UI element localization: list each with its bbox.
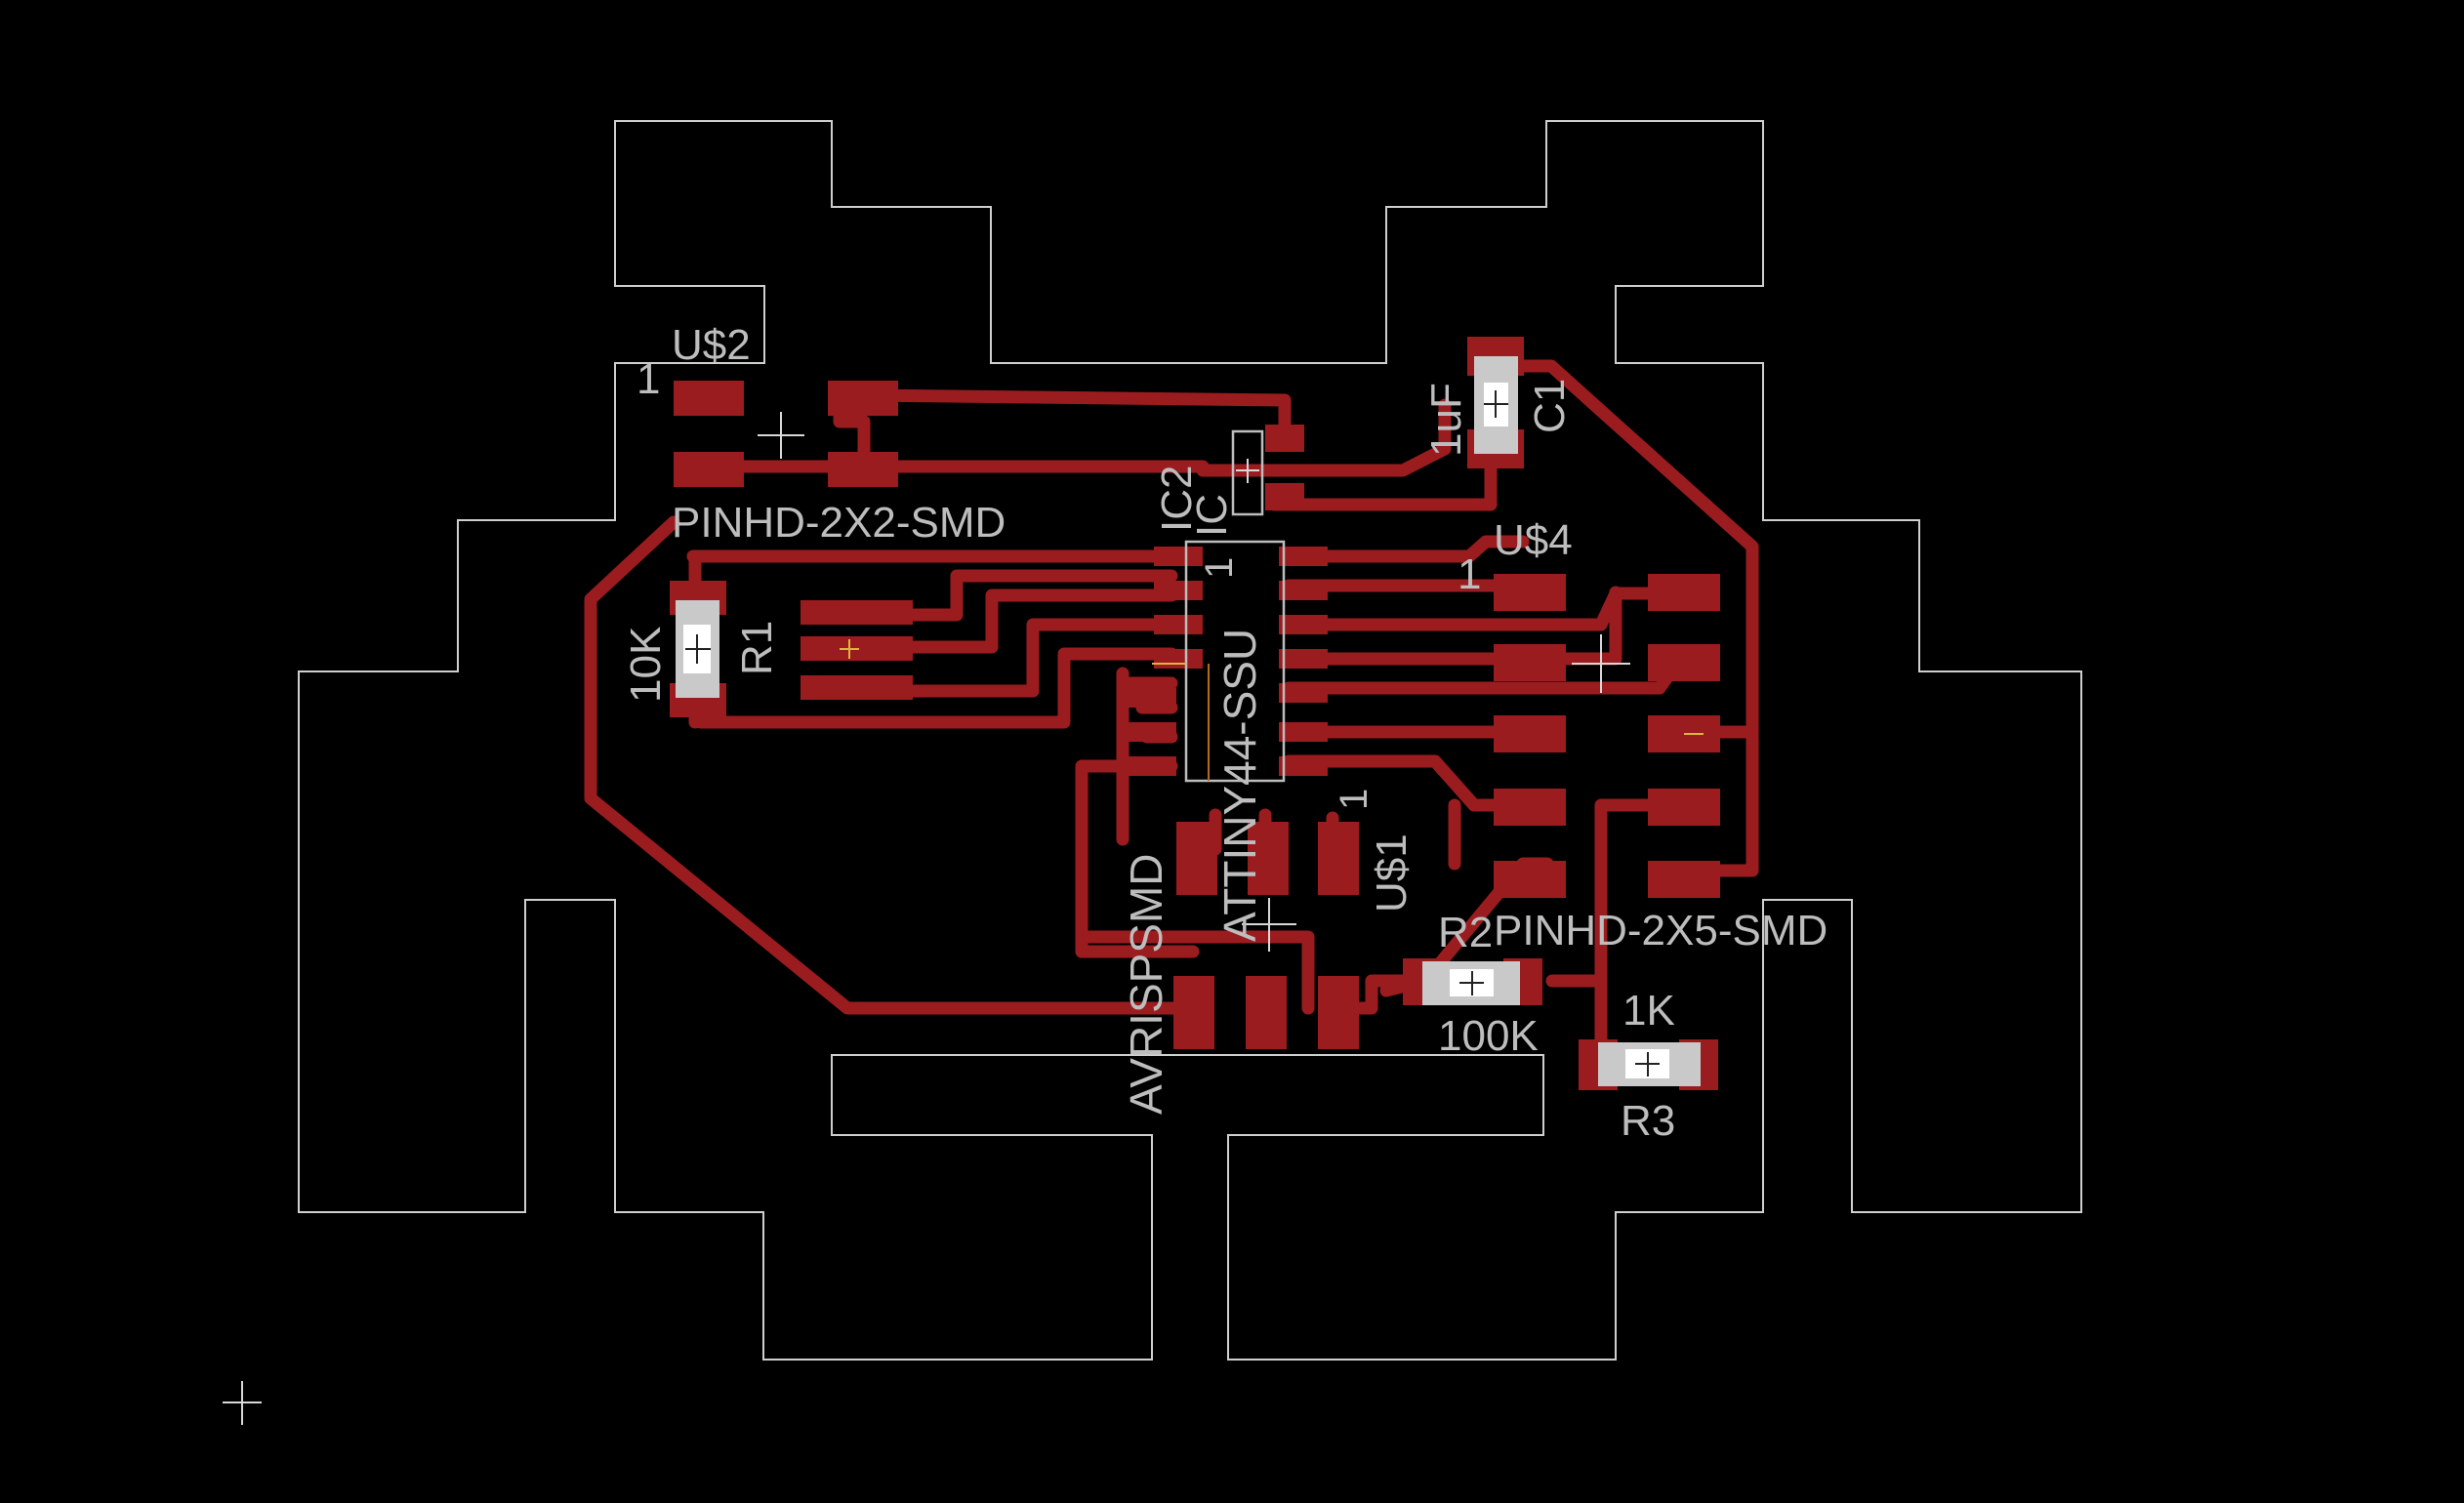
label-r2-name: R2 bbox=[1438, 909, 1493, 956]
trace bbox=[1484, 359, 1759, 877]
pad-ic-l4 bbox=[1154, 649, 1203, 669]
trace bbox=[1253, 398, 1452, 477]
trace bbox=[857, 388, 1292, 446]
pad-avr-3 bbox=[1318, 976, 1359, 1049]
pad-u2-2 bbox=[828, 381, 898, 416]
label-ic2-name: IC2 bbox=[1153, 466, 1201, 532]
pad-u1-2 bbox=[1248, 822, 1289, 895]
pad-x1-1 bbox=[801, 600, 913, 625]
pad-ic-l3 bbox=[1154, 615, 1203, 634]
pad-u4-8 bbox=[1648, 789, 1720, 826]
label-ic-value: ATTINY44-SSU bbox=[1214, 629, 1265, 942]
pad-u2-4 bbox=[828, 452, 898, 487]
pad-u2-3 bbox=[674, 452, 744, 487]
silkscreen-labels: U$2 1 PINHD-2X2-SMD 10K R1 IC2 IC ATTINY… bbox=[622, 321, 1827, 1145]
pad-ic-l5 bbox=[1128, 688, 1176, 708]
label-r3-name: R3 bbox=[1621, 1097, 1675, 1145]
copper-pads bbox=[670, 337, 1720, 1090]
trace bbox=[850, 589, 1178, 654]
pad-ic-r5 bbox=[1279, 683, 1328, 703]
label-r1-value: 10K bbox=[622, 627, 670, 703]
pad-u4-9 bbox=[1494, 861, 1566, 898]
label-u4-pin1: 1 bbox=[1458, 550, 1481, 598]
label-r3-value: 1K bbox=[1622, 987, 1675, 1035]
label-u2-name: U$2 bbox=[672, 321, 751, 369]
pad-u2-1 bbox=[674, 381, 744, 416]
origin-marks bbox=[223, 412, 1704, 1425]
pad-u4-5 bbox=[1494, 715, 1566, 752]
resistor-r1 bbox=[676, 600, 719, 698]
trace bbox=[694, 647, 1178, 729]
label-u1-pin1: 1 bbox=[1333, 789, 1376, 810]
pad-ic-r2 bbox=[1279, 581, 1328, 600]
label-ic-pin1: 1 bbox=[1198, 557, 1241, 579]
pad-u1-3 bbox=[1318, 822, 1359, 895]
attiny44-outline bbox=[1184, 540, 1286, 783]
pad-ic-r7 bbox=[1279, 756, 1328, 776]
pad-u1-1 bbox=[1176, 822, 1217, 895]
label-ic-name: IC bbox=[1188, 494, 1236, 537]
pad-ic2-2 bbox=[1265, 483, 1304, 510]
label-avr-value: AVRISPSMD bbox=[1121, 853, 1171, 1115]
pad-u4-4 bbox=[1648, 644, 1720, 681]
pad-u4-7 bbox=[1494, 789, 1566, 826]
label-u2-value: PINHD-2X2-SMD bbox=[672, 499, 1006, 547]
pad-ic-r1 bbox=[1279, 547, 1328, 566]
pad-u4-10 bbox=[1648, 861, 1720, 898]
label-c1-name: C1 bbox=[1526, 379, 1574, 433]
pad-ic-l2 bbox=[1154, 581, 1203, 600]
trace bbox=[584, 515, 1200, 1015]
pad-ic-l6 bbox=[1128, 722, 1176, 742]
trace bbox=[702, 460, 1266, 477]
label-u1-name: U$1 bbox=[1368, 833, 1416, 913]
pad-avr-1 bbox=[1173, 976, 1214, 1049]
trace bbox=[1075, 930, 1315, 1015]
trace bbox=[1282, 587, 1666, 631]
label-r1-name: R1 bbox=[733, 621, 781, 675]
pad-u4-1 bbox=[1494, 574, 1566, 611]
label-u4-name: U$4 bbox=[1494, 516, 1573, 564]
pad-ic2-1 bbox=[1265, 425, 1304, 452]
pad-x1-3 bbox=[801, 675, 913, 700]
ic2-outline bbox=[1231, 429, 1264, 516]
pad-ic-r3 bbox=[1279, 615, 1328, 634]
pad-ic-r6 bbox=[1279, 722, 1328, 742]
trace bbox=[1282, 535, 1530, 563]
label-r2-value: 100K bbox=[1438, 1012, 1539, 1060]
resistor-r2 bbox=[1422, 961, 1520, 1005]
pad-u4-2 bbox=[1648, 574, 1720, 611]
resistor-r3 bbox=[1598, 1042, 1701, 1086]
pad-ic-l7 bbox=[1128, 756, 1176, 776]
label-u4-value: PINHD-2X5-SMD bbox=[1494, 907, 1827, 955]
component-bodies bbox=[223, 356, 1704, 1425]
copper-traces bbox=[584, 359, 1759, 1066]
label-c1-value: 1uF bbox=[1422, 383, 1470, 457]
label-u2-pin1: 1 bbox=[637, 355, 660, 403]
trace bbox=[852, 618, 1178, 698]
pad-ic-l1 bbox=[1154, 547, 1203, 566]
pad-u4-3 bbox=[1494, 644, 1566, 681]
board-outline bbox=[298, 120, 2082, 1361]
pad-ic-r4 bbox=[1279, 649, 1328, 669]
capacitor-c1 bbox=[1474, 356, 1518, 454]
pad-avr-2 bbox=[1246, 976, 1287, 1049]
